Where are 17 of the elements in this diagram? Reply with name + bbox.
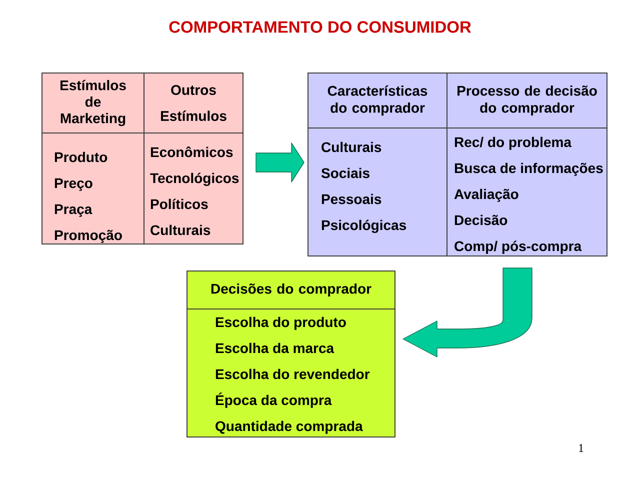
page-number: 1 <box>579 444 584 452</box>
table <box>186 270 396 438</box>
table-cell: Escolha do produto Escolha da marca Escolha do revendedor Época da compra Quantidade comprada <box>186 308 396 438</box>
header-cell: Estímulos de Marketing <box>42 72 144 134</box>
header-cell: Decisões do comprador <box>186 270 396 310</box>
header-cell: Outros Estímulos <box>144 72 244 134</box>
table-cell: Rec/ do problema Busca de informações Avaliação Decisão Comp/ pós-compra <box>446 128 608 256</box>
table-cell: Culturais Sociais Pessoais Psicológicas <box>308 128 448 256</box>
header-cell: Características do comprador <box>308 72 448 128</box>
table <box>42 72 244 244</box>
table <box>308 72 608 256</box>
title: COMPORTAMENTO DO CONSUMIDOR <box>169 21 472 33</box>
header-cell: Processo de decisão do comprador <box>446 72 608 128</box>
curved-block-arrow <box>402 268 532 358</box>
block-arrow <box>256 142 304 182</box>
table-cell: Produto Preço Praça Promoção <box>42 132 144 244</box>
table-cell: Econômicos Tecnológicos Políticos Culturais <box>144 132 244 244</box>
